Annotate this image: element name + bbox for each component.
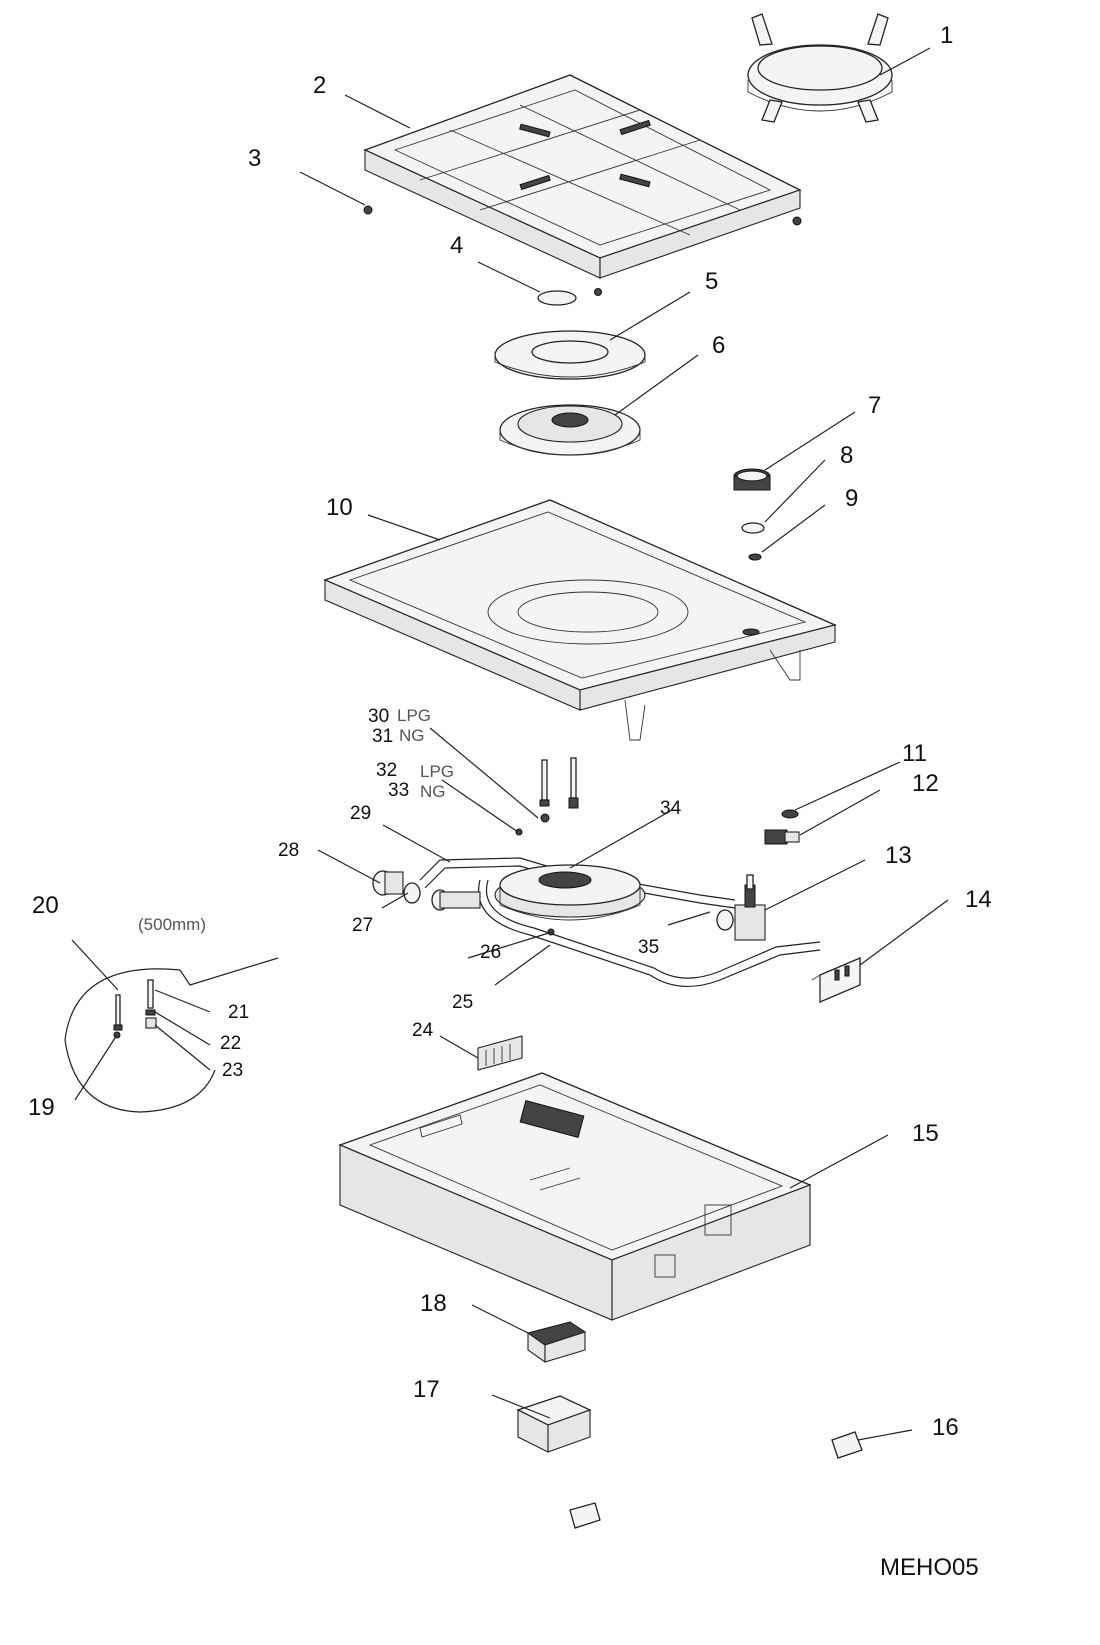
label-part-30: 30 bbox=[368, 706, 390, 727]
label-part-15: 15 bbox=[912, 1120, 939, 1147]
part-mounting-clip bbox=[831, 1431, 863, 1459]
part-flame-spreader bbox=[494, 330, 646, 380]
label-part-9: 9 bbox=[845, 485, 859, 512]
label-part-18: 18 bbox=[420, 1290, 447, 1317]
label-part-12: 12 bbox=[912, 770, 939, 797]
label-gas-ng-31: NG bbox=[399, 726, 425, 745]
label-part-26: 26 bbox=[480, 942, 502, 963]
part-burner-head bbox=[499, 404, 641, 456]
part-burner-base bbox=[494, 864, 646, 921]
label-part-33: 33 bbox=[388, 780, 410, 801]
detail-thermocouple bbox=[64, 957, 279, 1113]
label-part-8: 8 bbox=[840, 442, 854, 469]
label-part-24: 24 bbox=[412, 1020, 434, 1041]
part-thermocouple-cover bbox=[477, 1035, 523, 1071]
label-gas-ng-33: NG bbox=[420, 782, 446, 801]
label-part-29: 29 bbox=[350, 803, 372, 824]
part-gas-valve bbox=[716, 874, 766, 941]
label-part-21: 21 bbox=[228, 1002, 250, 1023]
label-part-32: 32 bbox=[376, 760, 398, 781]
label-part-1: 1 bbox=[940, 22, 954, 49]
label-part-31: 31 bbox=[372, 726, 394, 747]
label-part-23: 23 bbox=[222, 1060, 244, 1081]
label-part-5: 5 bbox=[705, 268, 719, 295]
part-knob-ring bbox=[741, 522, 765, 534]
label-part-6: 6 bbox=[712, 332, 726, 359]
label-part-16: 16 bbox=[932, 1414, 959, 1441]
part-ignition-switch bbox=[764, 829, 800, 845]
part-base-tray bbox=[338, 1072, 812, 1321]
part-spark-generator bbox=[526, 1321, 587, 1364]
part-clip bbox=[781, 809, 799, 819]
part-pan-support bbox=[363, 74, 802, 279]
label-part-13: 13 bbox=[885, 842, 912, 869]
part-injectors bbox=[515, 757, 579, 836]
part-bracket bbox=[811, 957, 861, 1003]
label-part-14: 14 bbox=[965, 886, 992, 913]
label-gas-lpg-32: LPG bbox=[420, 762, 455, 781]
label-part-27: 27 bbox=[352, 915, 374, 936]
label-part-19: 19 bbox=[28, 1094, 55, 1121]
diagram-code: MEHO05 bbox=[880, 1554, 979, 1581]
label-part-34: 34 bbox=[660, 798, 682, 819]
label-part-17: 17 bbox=[413, 1376, 440, 1403]
label-part-28: 28 bbox=[278, 840, 300, 861]
label-part-35: 35 bbox=[638, 937, 660, 958]
label-gas-lpg-30: LPG bbox=[397, 706, 432, 725]
label-part-25: 25 bbox=[452, 992, 474, 1013]
part-mounting-clip-2 bbox=[569, 1502, 601, 1529]
label-part-20: 20 bbox=[32, 892, 59, 919]
part-elbow-fitting bbox=[372, 870, 481, 911]
part-support-bracket bbox=[516, 1395, 592, 1453]
label-part-22: 22 bbox=[220, 1033, 242, 1054]
label-part-11: 11 bbox=[902, 740, 927, 767]
label-part-2: 2 bbox=[313, 72, 327, 99]
label-part-3: 3 bbox=[248, 145, 262, 172]
label-part-4: 4 bbox=[450, 232, 464, 259]
detail-length-label: (500mm) bbox=[138, 915, 207, 934]
leader-lines bbox=[71, 47, 949, 1441]
part-control-knob bbox=[733, 468, 771, 491]
part-hob-top bbox=[323, 499, 837, 741]
part-wok-ring bbox=[747, 13, 893, 123]
label-part-7: 7 bbox=[868, 392, 882, 419]
part-washer bbox=[748, 553, 762, 561]
part-rubber-feet bbox=[363, 205, 802, 296]
part-burner-cap bbox=[537, 290, 577, 306]
label-part-10: 10 bbox=[326, 494, 353, 521]
